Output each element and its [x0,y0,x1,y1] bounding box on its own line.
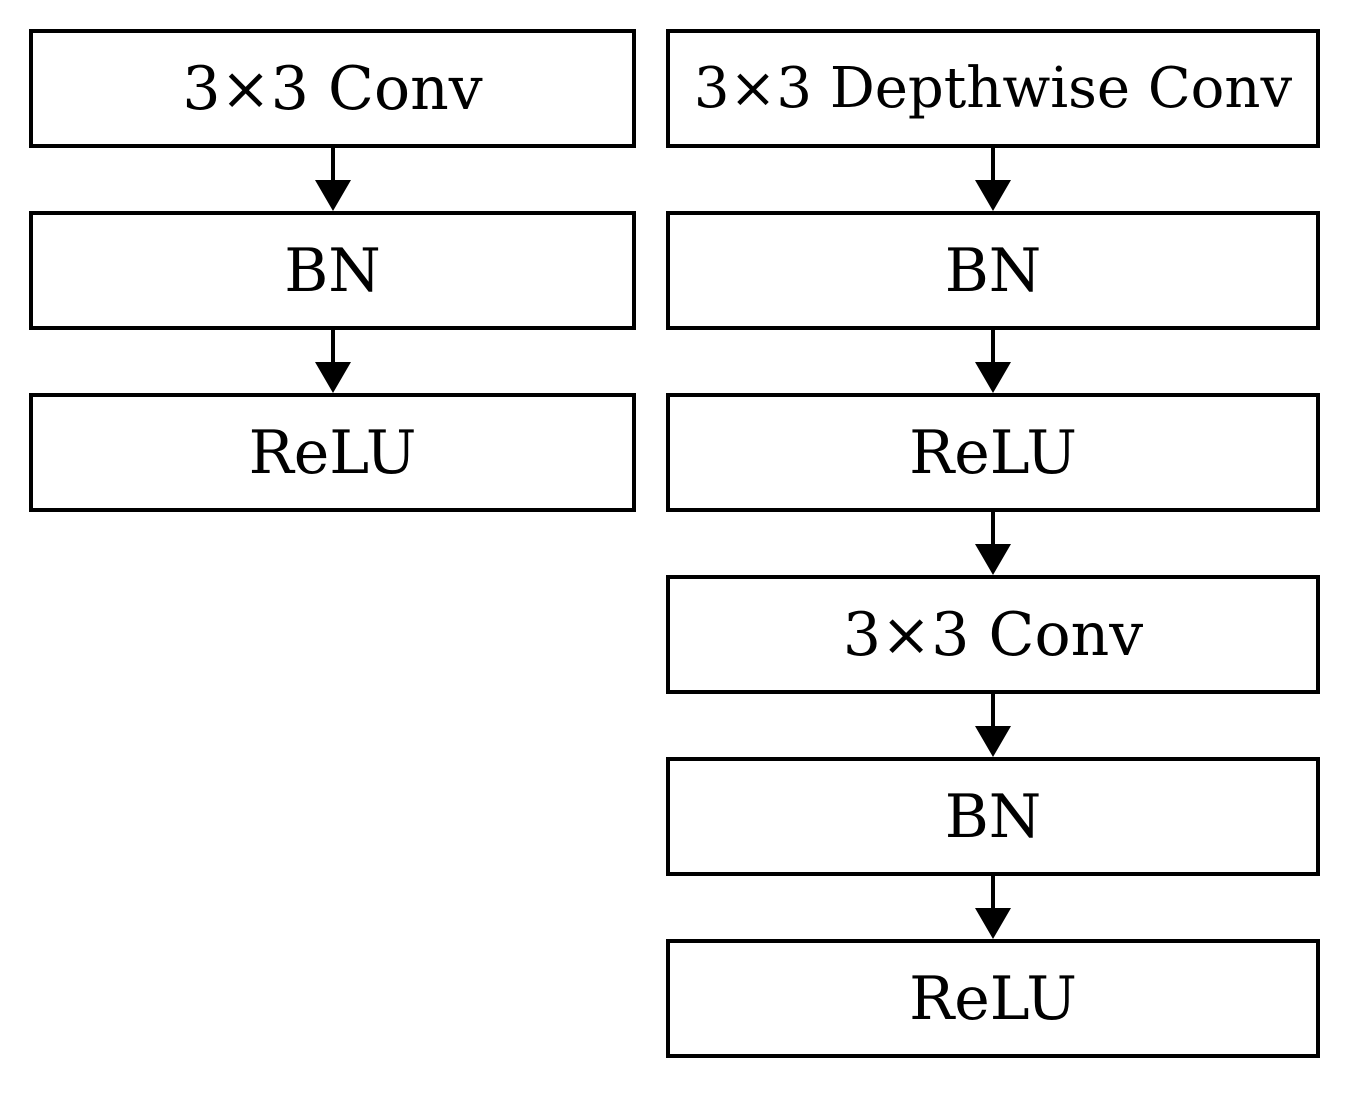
right-relu-block-2: ReLU [666,939,1320,1058]
right-bn-block-1: BN [666,211,1320,330]
left-bn-block: BN [29,211,636,330]
left-conv-block: 3×3 Conv [29,29,636,148]
block-label: BN [944,235,1042,306]
right-bn-block-2: BN [666,757,1320,876]
right-arrow-3 [975,512,1011,575]
left-arrow-1 [315,148,351,211]
right-relu-block-1: ReLU [666,393,1320,512]
left-arrow-2 [315,330,351,393]
block-label: BN [284,235,381,306]
block-label: 3×3 Depthwise Conv [693,55,1293,121]
block-label: BN [944,781,1042,852]
right-arrow-4 [975,694,1011,757]
block-label: ReLU [909,963,1077,1034]
right-depthwise-conv-block: 3×3 Depthwise Conv [666,29,1320,148]
block-label: 3×3 Conv [842,599,1144,670]
block-label: 3×3 Conv [182,53,483,124]
block-label: ReLU [909,417,1077,488]
right-arrow-2 [975,330,1011,393]
left-relu-block: ReLU [29,393,636,512]
right-conv-block: 3×3 Conv [666,575,1320,694]
right-arrow-1 [975,148,1011,211]
right-arrow-5 [975,876,1011,939]
block-label: ReLU [248,417,417,488]
